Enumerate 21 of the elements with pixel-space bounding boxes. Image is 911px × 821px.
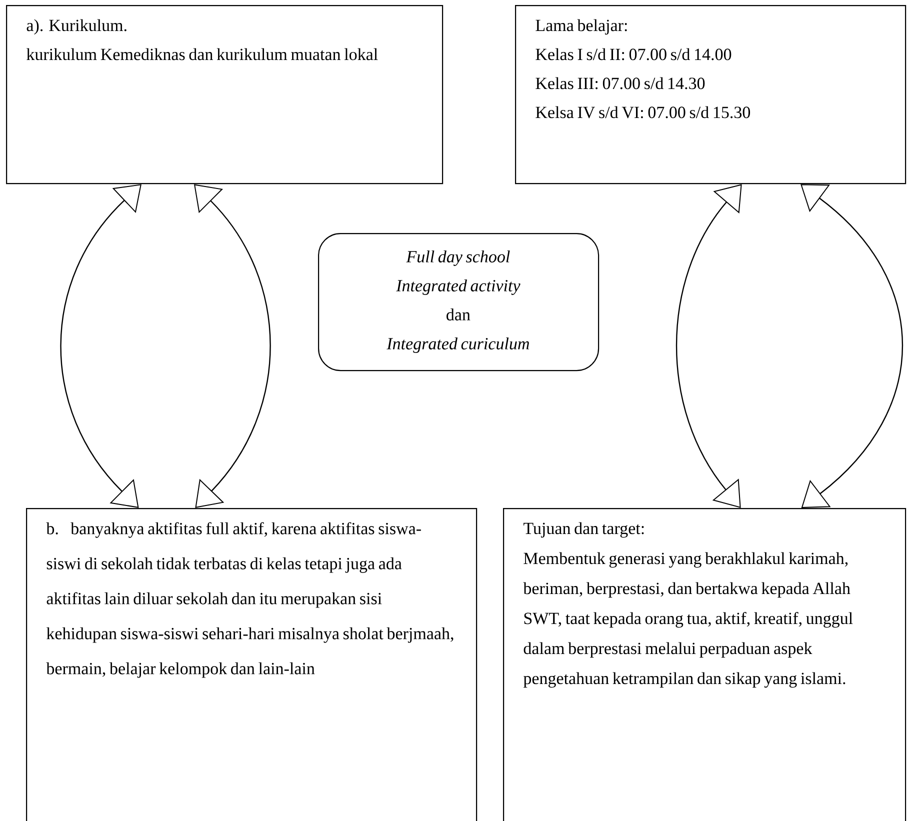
node-label: Lama belajar: [536, 19, 627, 35]
rounded-box [318, 233, 600, 372]
node-label: dan [446, 308, 470, 320]
node-label: a). Kurikulum. [26, 19, 126, 35]
curved-arrow [60, 184, 142, 508]
node-label: Integrated activity [396, 279, 520, 295]
text-box [6, 5, 444, 184]
node-label: Tujuan dan target: [524, 522, 644, 538]
curved-arrow [676, 184, 742, 508]
node-label: Kelas I s/d II: 07.00 s/d 14.00 [536, 48, 732, 60]
text-box [26, 508, 478, 821]
node-label: kurikulum Kemediknas dan kurikulum muatan lokal [26, 48, 378, 60]
node-label: Membentuk generasi yang berakhlakul karimah, beriman, berprestasi, dan bertakwa kepada Allah SWT, taat kepada orang tua, aktif, kreatif, unggul dalam berprestasi melalui perpaduan aspek pengetahuan ketrampilan dan sikap yang islami. [523, 552, 853, 688]
node-label: Full day school [406, 250, 510, 266]
text-box [503, 508, 906, 821]
node-label: Integrated curiculum [386, 337, 530, 353]
node-label: b. banyaknya aktifitas full aktif, karena aktifitas siswa-siswi di sekolah tidak terbatas di kelas tetapi juga ada aktifitas lain diluar sekolah dan itu merupakan sisi kehidupan siswa-siswi sehari-hari misalnya sholat berjmaah, bermain, belajar kelompok dan lain-lain [46, 522, 454, 678]
curved-arrow [800, 184, 903, 508]
node-label: Kelas III: 07.00 s/d 14.30 [536, 77, 705, 90]
text-box [515, 5, 906, 184]
node-label: Kelsa IV s/d VI: 07.00 s/d 15.30 [536, 106, 750, 118]
